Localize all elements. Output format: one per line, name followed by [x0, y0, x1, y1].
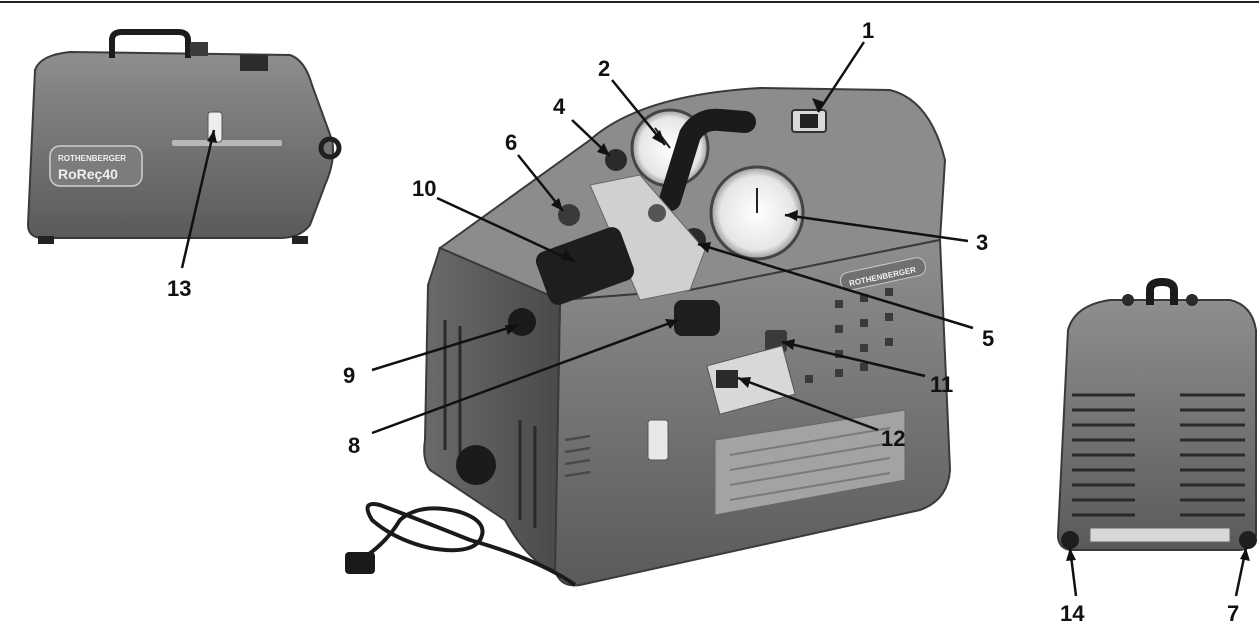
power-cord — [358, 502, 577, 587]
callout-labels: 1 2 3 4 5 6 7 8 9 10 11 12 13 14 — [167, 18, 1239, 626]
side-view-foot-right — [292, 236, 308, 244]
rear-view-unit — [1056, 277, 1257, 551]
leader-11 — [781, 340, 926, 378]
callout-9: 9 — [343, 363, 355, 388]
side-view-handle — [109, 29, 191, 58]
rear-view-handle — [1146, 277, 1178, 305]
side-view-side-knob — [318, 136, 342, 160]
leader-12 — [737, 376, 879, 432]
main-unit-front-latch — [647, 419, 669, 461]
inlet-connector — [535, 227, 635, 305]
valve-block-plate — [589, 174, 706, 301]
callout-4: 4 — [553, 94, 566, 119]
rear-view-knob-right — [1186, 294, 1198, 306]
leader-arrowheads — [207, 98, 1250, 561]
callout-12: 12 — [881, 426, 905, 451]
rear-view-vents — [1072, 393, 1245, 517]
cord-grommet — [456, 445, 496, 485]
rear-view-foot-left — [1061, 531, 1079, 549]
side-view-slot — [172, 140, 282, 146]
side-view-foot-left — [38, 236, 54, 244]
power-plug — [345, 552, 375, 574]
leader-1 — [816, 41, 866, 113]
leader-lines — [180, 41, 1248, 597]
valve-block-port — [648, 204, 666, 222]
service-port-12 — [716, 370, 738, 388]
leader-13 — [180, 129, 216, 269]
main-unit: ROTHENBERGER — [345, 86, 952, 587]
side-view-logo-line1: ROTHENBERGER — [58, 154, 126, 163]
rear-view-foot-right — [1239, 531, 1257, 549]
power-switch-rocker — [800, 114, 818, 128]
callout-1: 1 — [862, 18, 874, 43]
rear-view-body — [1056, 299, 1257, 551]
side-view-logo-plate — [49, 145, 143, 187]
main-unit-left-vents — [443, 320, 537, 528]
main-unit-front-vents — [564, 434, 591, 478]
side-view-top-fitting-2 — [240, 55, 268, 71]
callout-2: 2 — [598, 56, 610, 81]
service-port-bracket — [706, 345, 796, 415]
side-view-logo-line2: RoReç40 — [58, 166, 118, 182]
main-unit-symbol-panel — [805, 288, 893, 383]
callout-8: 8 — [348, 433, 360, 458]
leader-10 — [436, 196, 576, 264]
low-pressure-valve-knob — [605, 149, 627, 171]
main-unit-logo-plate — [840, 257, 926, 291]
leader-3 — [784, 213, 969, 243]
inlet-connector-end — [508, 308, 536, 336]
main-unit-label-lines — [729, 427, 891, 501]
side-view-top-fitting — [190, 42, 208, 56]
main-unit-front — [553, 238, 952, 587]
carry-handle — [659, 108, 756, 211]
side-view-unit: ROTHENBERGER RoReç40 — [26, 29, 342, 244]
callout-13: 13 — [167, 276, 191, 301]
rear-view-base-plate — [1089, 527, 1231, 543]
main-unit-rating-label — [714, 409, 906, 516]
callout-3: 3 — [976, 230, 988, 255]
leader-9 — [371, 323, 519, 372]
callout-11: 11 — [930, 372, 953, 397]
callout-14: 14 — [1060, 601, 1085, 626]
leader-8 — [371, 318, 679, 435]
outlet-connector — [674, 300, 720, 336]
callout-5: 5 — [982, 326, 994, 351]
rear-view-knob-left — [1122, 294, 1134, 306]
callout-6: 6 — [505, 130, 517, 155]
callout-10: 10 — [412, 176, 436, 201]
leader-5 — [697, 242, 974, 330]
small-top-knob — [558, 204, 580, 226]
callout-7: 7 — [1227, 601, 1239, 626]
